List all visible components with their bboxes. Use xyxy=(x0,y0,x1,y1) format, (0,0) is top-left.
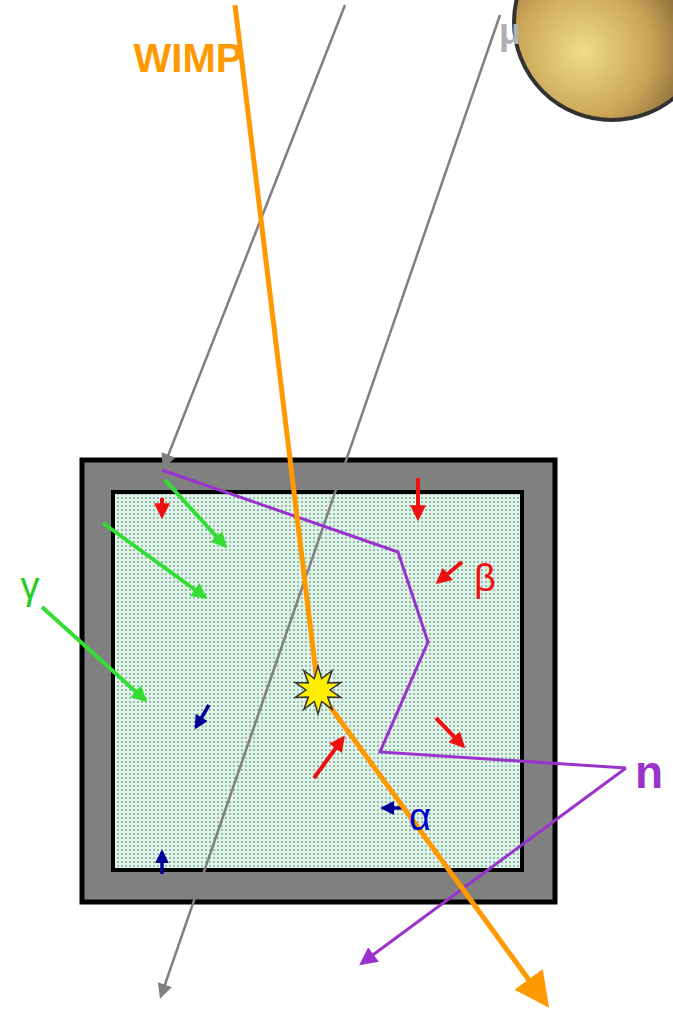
particle-label: γ xyxy=(21,567,40,605)
detector-shield xyxy=(82,460,555,902)
moon-rock xyxy=(514,0,673,120)
gamma-arrow xyxy=(42,607,145,700)
particle-label: β xyxy=(474,559,496,597)
beta-arrow xyxy=(436,718,463,746)
alpha-arrow xyxy=(196,705,209,727)
particle-label: μ xyxy=(499,14,521,50)
detector-target xyxy=(113,492,522,870)
beta-arrow xyxy=(438,562,462,582)
gamma-arrow xyxy=(165,480,225,546)
particle-label: WIMP xyxy=(134,38,243,78)
beta-arrow xyxy=(416,478,420,518)
muon-track xyxy=(161,15,500,996)
beta-arrow xyxy=(314,738,343,778)
wimp-track xyxy=(235,5,545,1002)
beta-arrow xyxy=(160,498,164,516)
neutron-track xyxy=(162,470,626,768)
particle-label: n xyxy=(635,749,663,795)
alpha-arrow xyxy=(383,806,402,810)
gamma-arrow xyxy=(103,523,205,597)
alpha-arrow xyxy=(160,852,164,874)
particle-label: α xyxy=(409,798,431,836)
recoil-star xyxy=(295,666,341,714)
